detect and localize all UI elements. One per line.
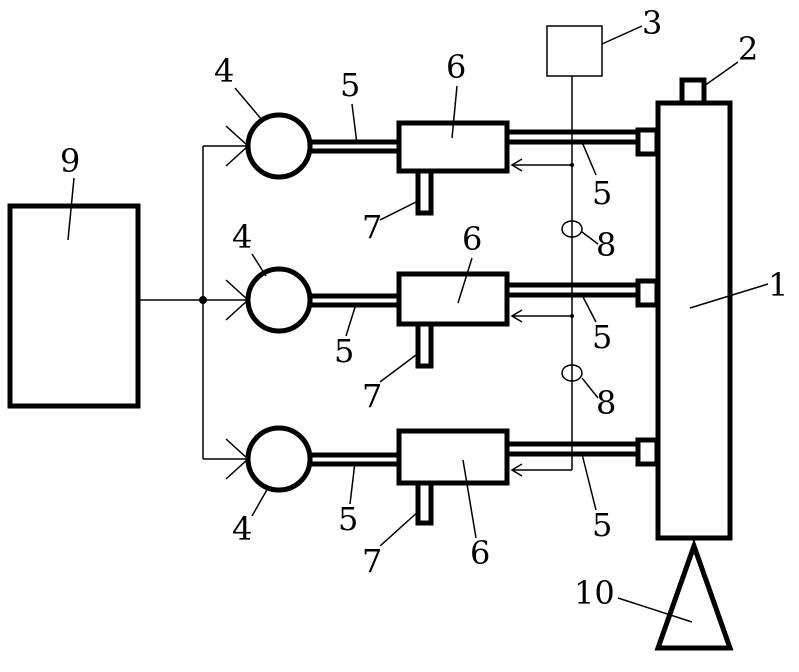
label-pump-top: 4 [214, 52, 234, 90]
connector-top [635, 127, 660, 157]
label-pipe-right-middle: 5 [592, 318, 612, 356]
leader-unit-top [451, 85, 458, 139]
leader-pipe-left-top [351, 103, 358, 145]
leader-sensor-top [581, 231, 599, 245]
leader-source-tank [67, 177, 75, 241]
leader-bottom-cone [617, 597, 693, 623]
label-outlet-bottom: 7 [362, 542, 382, 580]
label-controller: 3 [642, 4, 662, 42]
label-sensor-middle: 8 [596, 384, 616, 422]
connector-middle [635, 278, 660, 308]
pump-middle [245, 266, 313, 334]
label-pipe-left-middle: 5 [334, 332, 354, 370]
label-column: 1 [768, 266, 788, 304]
leader-pump-top [234, 87, 263, 121]
leader-pipe-left-middle [345, 303, 357, 337]
source-tank [7, 203, 141, 409]
leader-unit-middle [457, 257, 473, 304]
connector-bottom [635, 437, 660, 467]
leader-pipe-right-middle [581, 294, 597, 323]
signal-bus [510, 76, 574, 477]
pipe-left-top [307, 139, 402, 154]
feed-manifold [138, 125, 250, 480]
label-outlet-middle: 7 [362, 377, 382, 415]
label-unit-top: 6 [446, 48, 466, 86]
label-top-port: 2 [738, 30, 758, 68]
leader-outlet-bottom [379, 509, 421, 547]
column [655, 100, 733, 541]
sensor-middle [561, 364, 583, 382]
leader-pump-middle [251, 253, 267, 277]
label-source-tank: 9 [60, 142, 80, 180]
label-pipe-left-top: 5 [340, 66, 360, 104]
outlet-top [415, 168, 434, 216]
leader-outlet-top [379, 199, 421, 221]
leader-pump-bottom [251, 487, 269, 517]
leader-sensor-middle [581, 377, 599, 399]
leader-pipe-right-bottom [581, 453, 597, 511]
leader-controller [601, 25, 643, 45]
label-outlet-top: 7 [362, 208, 382, 246]
label-pump-bottom: 4 [232, 510, 252, 548]
outlet-bottom [415, 480, 434, 526]
label-unit-middle: 6 [462, 220, 482, 258]
pump-top [245, 112, 313, 180]
unit-middle [396, 271, 510, 327]
pipe-left-middle [307, 293, 402, 308]
label-unit-bottom: 6 [470, 534, 490, 572]
sensor-top [561, 220, 583, 238]
unit-bottom [396, 428, 510, 486]
top-port [679, 77, 707, 106]
pump-bottom [245, 425, 313, 493]
outlet-middle [415, 321, 434, 369]
leader-unit-bottom [462, 459, 477, 539]
label-bottom-cone: 10 [574, 574, 615, 612]
leader-pipe-left-bottom [349, 461, 356, 505]
leader-pipe-right-top [581, 141, 597, 176]
leader-top-port [703, 61, 739, 87]
label-pipe-left-bottom: 5 [338, 500, 358, 538]
label-pipe-right-top: 5 [592, 174, 612, 212]
leader-outlet-middle [379, 351, 421, 383]
label-pump-middle: 4 [232, 218, 252, 256]
controller [546, 25, 603, 77]
label-sensor-top: 8 [596, 226, 616, 264]
label-pipe-right-bottom: 5 [592, 506, 612, 544]
leader-column [689, 283, 769, 309]
bottom-cone [654, 538, 734, 651]
